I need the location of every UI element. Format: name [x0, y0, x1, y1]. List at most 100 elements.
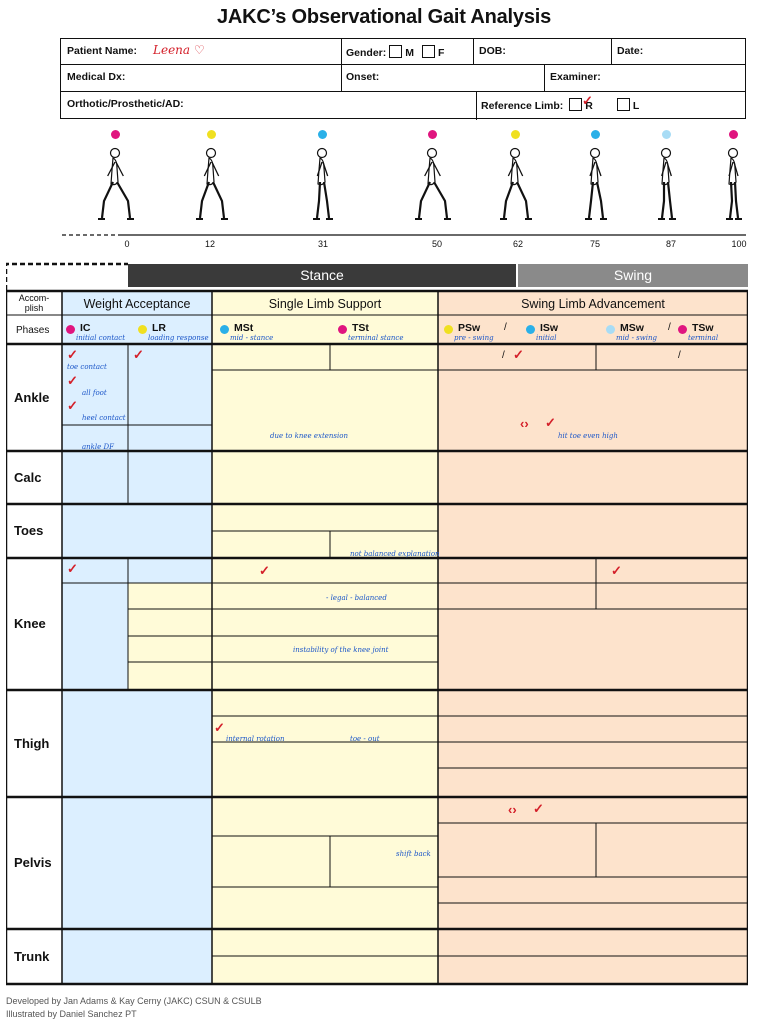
row-heading-calc: Calc — [14, 469, 42, 485]
examiner-label: Examiner: — [550, 71, 601, 83]
check-ipsilateral-drop: ✓ — [533, 801, 544, 816]
phase-isw-note: initial — [536, 334, 557, 342]
phase-tsw-label: TSw — [692, 322, 714, 334]
phase-ic-note: initial contact — [76, 334, 126, 342]
phase-mst-label: MSt — [234, 322, 254, 334]
ref-r-checkbox[interactable] — [569, 98, 583, 111]
slash: / — [502, 350, 505, 361]
phase-msw-note: mid - swing — [616, 334, 657, 342]
timeline-tick-label: 100 — [731, 239, 747, 249]
walking-figure — [313, 147, 333, 220]
note-wobble: instability of the knee joint — [293, 646, 389, 654]
check-abb-hc: ✓ — [67, 398, 78, 413]
timeline-tick-label: 62 — [512, 239, 523, 249]
check-fore-ft: ✓ — [67, 347, 78, 362]
phase-dot — [662, 130, 671, 139]
note-backward: shift back — [396, 850, 431, 858]
ref-r-check-mark: ✓ — [582, 93, 593, 108]
walking-figure — [726, 147, 742, 220]
walking-figure — [500, 147, 532, 220]
phase-dot — [511, 130, 520, 139]
footer-credit-1: Developed by Jan Adams & Kay Cerny (JAKC… — [6, 996, 262, 1006]
phase-tsw-dot — [678, 325, 687, 334]
gender-m-checkbox[interactable] — [389, 45, 403, 58]
note-lateral-rotation: toe - out — [350, 735, 380, 743]
phase-mst-dot — [220, 325, 229, 334]
phase-dot — [591, 130, 600, 139]
weight-acceptance-heading: Weight Acceptance — [83, 297, 191, 311]
phase-ic-label: IC — [80, 322, 91, 334]
walking-figure — [585, 147, 607, 220]
patient-name-value[interactable]: Leena ♡ — [153, 43, 205, 57]
note-medial-rotation: internal rotation — [226, 735, 285, 743]
note-hyperextension: - legal - balanced — [326, 594, 387, 602]
phase-msw-label: MSw — [620, 322, 644, 334]
walking-figure — [415, 147, 451, 220]
phase-tsw-note: terminal — [688, 334, 719, 342]
phase-tst-label: TSt — [352, 322, 369, 334]
phase-msw-dot — [606, 325, 615, 334]
phase-separator: / — [668, 322, 671, 333]
check-flat-ft: ✓ — [67, 373, 78, 388]
single-limb-support-heading: Single Limb Support — [268, 297, 382, 311]
swing-bar: Swing — [518, 264, 748, 287]
phase-tst-dot — [338, 325, 347, 334]
stance-bar: Stance — [128, 264, 516, 287]
check-vault: ✓ — [545, 415, 556, 430]
timeline-tick-label: 50 — [431, 239, 442, 249]
row-heading-trunk: Trunk — [14, 948, 50, 964]
gender-f-checkbox[interactable] — [422, 45, 436, 58]
note-mtp: not balanced explanation — [350, 550, 440, 558]
note-flat-ft: all foot — [82, 389, 107, 397]
phase-mst-note: mid - stance — [230, 334, 274, 342]
row-heading-ankle: Ankle — [14, 389, 50, 405]
swing-limb-advancement-heading: Swing Limb Advancement — [521, 297, 665, 311]
phase-separator: / — [504, 322, 507, 333]
slash: / — [678, 350, 681, 361]
onset-label: Onset: — [346, 71, 380, 83]
ref-l-checkbox[interactable] — [616, 98, 630, 111]
row-heading-knee: Knee — [14, 616, 46, 631]
check-medial-rotation: ✓ — [214, 720, 225, 735]
dob-label: DOB: — [479, 45, 506, 57]
walking-figure — [196, 147, 228, 220]
row-heading-toes: Toes — [14, 523, 44, 538]
footer-credit-2: Illustrated by Daniel Sanchez PT — [6, 1009, 137, 1019]
note-vault: hit toe even high — [558, 432, 618, 440]
phase-dot — [428, 130, 437, 139]
row-heading-thigh: Thigh — [14, 735, 50, 751]
accomplish-heading: Accom- plish — [18, 293, 50, 313]
phase-ic-dot — [66, 325, 75, 334]
walking-figure — [658, 147, 676, 220]
phase-dot — [111, 130, 120, 139]
note-inad-df: ankle DF — [82, 443, 114, 451]
table-grid — [6, 262, 748, 986]
ipsilateral-circle-mark: ‹› — [508, 802, 517, 817]
timeline-tick-label: 12 — [204, 239, 215, 249]
medical-dx-label: Medical Dx: — [67, 71, 126, 83]
check-inad-ext: ✓ — [67, 561, 78, 576]
phase-dot — [207, 130, 216, 139]
vault-circle-mark: ‹› — [520, 416, 529, 431]
date-label: Date: — [617, 45, 644, 57]
check-inad-extension-swing: ✓ — [611, 563, 622, 578]
check-inad-extension-stance: ✓ — [259, 563, 270, 578]
timeline-tick-label: 87 — [665, 239, 676, 249]
phase-tst-note: terminal stance — [348, 334, 404, 342]
check-toe-drag: ✓ — [513, 347, 524, 362]
phase-lr-dot — [138, 325, 147, 334]
timeline-tick-label: 0 — [124, 239, 130, 249]
phase-lr-note: loading response — [148, 334, 209, 342]
note-fore-ft: toe contact — [67, 363, 107, 371]
phase-psw-note: pre - swing — [454, 334, 494, 342]
form-title: JAKC’s Observational Gait Analysis — [216, 6, 552, 28]
phase-psw-dot — [444, 325, 453, 334]
timeline-tick-label: 31 — [317, 239, 328, 249]
phase-lr-label: LR — [152, 322, 166, 334]
timeline-axis — [62, 234, 746, 236]
orthotic-label: Orthotic/Prosthetic/AD: — [67, 98, 184, 110]
phase-dot — [729, 130, 738, 139]
